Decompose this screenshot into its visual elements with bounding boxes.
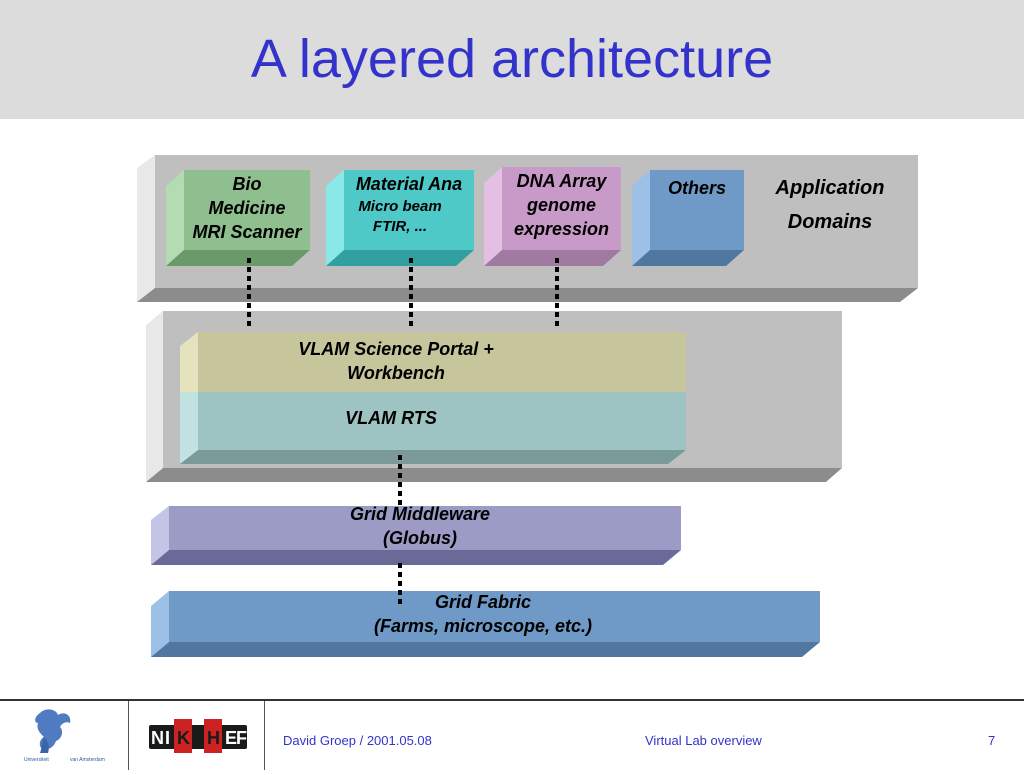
nikhef-letter-i: I <box>165 728 170 748</box>
vlam-portal-layer <box>180 332 686 392</box>
vlam-rts-layer <box>180 392 686 464</box>
application-domains-label-line2: Domains <box>787 211 873 233</box>
domain-label-others: Others <box>667 178 727 198</box>
vlam-portal-label-line1: VLAM Science Portal + <box>298 339 494 359</box>
nikhef-letter-f: F <box>236 728 247 748</box>
footer-talk-title: Virtual Lab overview <box>645 733 762 748</box>
grid-middleware-label-line2: (Globus) <box>383 528 457 548</box>
vlam-rts-label: VLAM RTS <box>345 408 437 428</box>
connector-lines <box>247 258 559 604</box>
domain-label-material-ana: Material Ana <box>355 174 463 194</box>
grid-fabric-label-line1: Grid Fabric <box>434 592 532 612</box>
domain-box-dna-array <box>484 167 621 266</box>
slide-number: 7 <box>988 733 996 748</box>
nikhef-letter-h: H <box>207 728 220 748</box>
title-bar: A layered architecture <box>0 0 1024 119</box>
architecture-diagram <box>137 155 918 657</box>
footer-author-date: David Groep / 2001.05.08 <box>283 733 432 748</box>
domain-box-bio-medicine <box>166 170 310 266</box>
domain-label-genome: genome <box>526 195 596 215</box>
footer-divider <box>128 701 129 770</box>
application-domains-label-line1: Application <box>775 177 885 199</box>
vlam-portal-label-line2: Workbench <box>347 363 445 383</box>
domain-label-bio: Bio <box>232 174 262 194</box>
nikhef-letter-k: K <box>177 728 190 748</box>
domain-label-dna-array: DNA Array <box>516 171 607 191</box>
nikhef-logo: N I K H E F <box>149 719 247 753</box>
nikhef-letter-e: E <box>225 728 237 748</box>
uva-griffin-logo: Universiteit van Amsterdam <box>24 709 105 763</box>
domain-label-medicine: Medicine <box>208 198 286 218</box>
slide-title: A layered architecture <box>250 29 774 89</box>
footer-divider <box>264 701 265 770</box>
nikhef-letter-n: N <box>151 728 164 748</box>
uva-logo-text-line1: Universiteit <box>24 757 49 763</box>
domain-box-others <box>632 170 744 266</box>
nikhef-logo-cell: N I K H E F <box>129 701 264 770</box>
grid-middleware-label-line1: Grid Middleware <box>349 504 491 524</box>
grid-fabric-label-line2: (Farms, microscope, etc.) <box>373 616 593 636</box>
domain-label-micro-beam: Micro beam <box>358 198 442 215</box>
slide-footer: Universiteit van Amsterdam N I K H E F D… <box>0 699 1024 770</box>
grid-fabric-layer <box>151 591 820 657</box>
domain-label-expression: expression <box>513 219 610 239</box>
grid-middleware-layer <box>151 506 681 565</box>
domain-label-ftir: FTIR, ... <box>372 218 428 235</box>
domain-box-material-ana <box>326 170 474 266</box>
uva-logo-cell: Universiteit van Amsterdam <box>0 701 128 770</box>
uva-logo-text-line2: van Amsterdam <box>70 757 105 763</box>
domain-label-mri-scanner: MRI Scanner <box>192 222 302 242</box>
